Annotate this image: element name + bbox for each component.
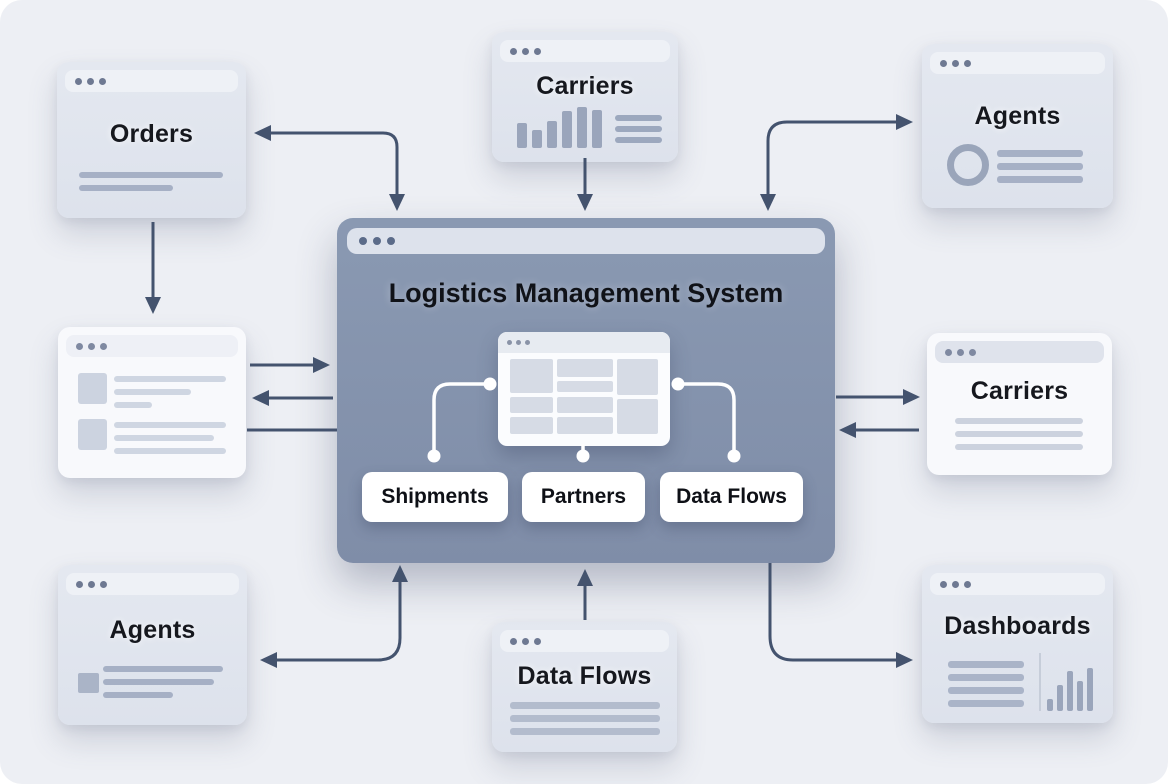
edge-center-dashboards: [768, 563, 913, 668]
text-line: [114, 389, 191, 395]
text-line: [114, 448, 226, 454]
card-orders-label: Orders: [109, 120, 194, 148]
window-titlebar: [498, 332, 670, 353]
card-dashboards-label: Dashboards: [944, 612, 1091, 640]
edge-center-orders: [254, 125, 405, 211]
window-dot-icon: [945, 348, 952, 356]
text-line: [615, 137, 662, 143]
window-dot-icon: [100, 342, 107, 350]
window-titlebar: [500, 40, 670, 62]
window-dot-icon: [534, 637, 541, 645]
text-line: [955, 418, 1083, 424]
card-agents-top-right-label: Agents: [974, 102, 1061, 130]
window-dot-icon: [964, 59, 971, 67]
window-dot-icon: [510, 637, 517, 645]
window-dot-icon: [75, 77, 82, 85]
text-line: [114, 402, 152, 408]
card-carriers-top-label: Carriers: [536, 72, 634, 100]
text-line: [510, 728, 660, 735]
window-dot-icon: [940, 59, 947, 67]
card-data-flows: Data Flows: [492, 622, 677, 752]
edge-center-agents-bottom-left: [260, 565, 408, 668]
text-line: [114, 422, 226, 428]
pill-data-flows: Data Flows: [660, 472, 803, 522]
text-line: [114, 435, 214, 441]
window-dot-icon: [76, 342, 83, 350]
window-dot-icon: [359, 237, 367, 245]
window-titlebar: [935, 341, 1104, 363]
text-line: [510, 702, 660, 709]
card-list-middle-left: [58, 327, 246, 478]
window-dot-icon: [952, 580, 959, 588]
bar-chart-icon: [1047, 668, 1093, 711]
window-titlebar: [930, 52, 1105, 74]
edge-center-agents-top-right: [760, 114, 913, 211]
window-dot-icon: [940, 580, 947, 588]
window-dot-icon: [952, 59, 959, 67]
text-line: [997, 176, 1083, 183]
window-dot-icon: [516, 340, 521, 345]
text-line: [615, 126, 662, 132]
card-agents-top-right: Agents: [922, 44, 1113, 208]
text-line: [103, 666, 223, 672]
thumbnail-icon: [78, 673, 99, 693]
window-titlebar: [66, 335, 238, 357]
card-agents-bottom-left-label: Agents: [109, 616, 196, 644]
window-dot-icon: [969, 348, 976, 356]
window-dot-icon: [387, 237, 395, 245]
window-titlebar: [65, 70, 238, 92]
divider: [1039, 653, 1041, 711]
window-titlebar: [66, 573, 239, 595]
text-line: [948, 687, 1024, 694]
text-line: [948, 674, 1024, 681]
window-dot-icon: [525, 340, 530, 345]
text-line: [948, 661, 1024, 668]
window-dot-icon: [522, 47, 529, 55]
window-dot-icon: [99, 77, 106, 85]
window-dot-icon: [76, 580, 83, 588]
text-line: [114, 376, 226, 382]
window-dot-icon: [373, 237, 381, 245]
text-line: [615, 115, 662, 121]
text-line: [997, 150, 1083, 157]
window-dot-icon: [507, 340, 512, 345]
circle-avatar-icon: [947, 144, 989, 186]
card-carriers-top: Carriers: [492, 32, 678, 162]
thumbnail-icon: [78, 419, 107, 450]
card-agents-bottom-left: Agents: [58, 565, 247, 725]
window-dot-icon: [957, 348, 964, 356]
text-line: [997, 163, 1083, 170]
window-dot-icon: [510, 47, 517, 55]
text-line: [103, 679, 214, 685]
window-titlebar: [930, 573, 1105, 595]
card-orders: Orders: [57, 62, 246, 218]
text-line: [79, 185, 173, 191]
pill-shipments: Shipments: [362, 472, 508, 522]
center-window-title: Logistics Management System: [388, 278, 784, 308]
layout-preview-window: [498, 332, 670, 446]
center-window-logistics-management-system: Logistics Management System: [337, 218, 835, 563]
window-dot-icon: [534, 47, 541, 55]
thumbnail-icon: [78, 373, 107, 404]
window-titlebar: [347, 228, 825, 254]
text-line: [510, 715, 660, 722]
card-data-flows-label: Data Flows: [517, 662, 652, 690]
text-line: [79, 172, 223, 178]
window-dot-icon: [87, 77, 94, 85]
window-dot-icon: [88, 580, 95, 588]
window-dot-icon: [964, 580, 971, 588]
bar-chart-icon: [517, 107, 602, 148]
text-line: [948, 700, 1024, 707]
window-dot-icon: [100, 580, 107, 588]
window-dot-icon: [88, 342, 95, 350]
text-line: [955, 431, 1083, 437]
text-line: [103, 692, 173, 698]
card-carriers-right: Carriers: [927, 333, 1112, 475]
card-carriers-right-label: Carriers: [970, 377, 1069, 405]
card-dashboards: Dashboards: [922, 565, 1113, 723]
window-titlebar: [500, 630, 669, 652]
window-dot-icon: [522, 637, 529, 645]
text-line: [955, 444, 1083, 450]
pill-partners: Partners: [522, 472, 645, 522]
